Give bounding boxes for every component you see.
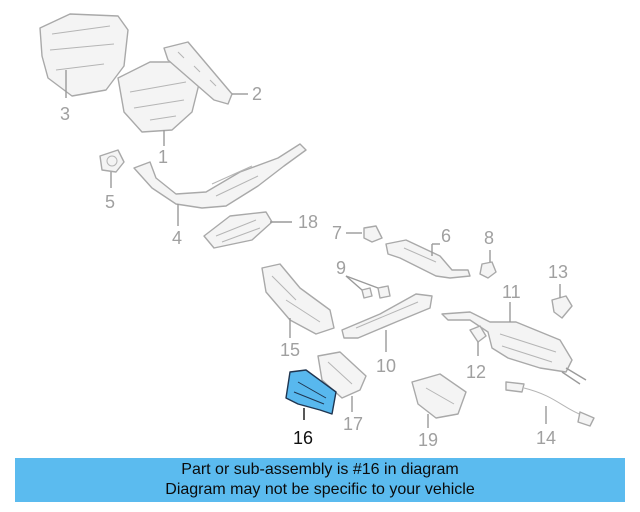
callout-8: 8 xyxy=(484,228,494,248)
banner-line-2: Diagram may not be specific to your vehi… xyxy=(165,481,475,498)
part-16-heat-shield-highlighted[interactable] xyxy=(285,369,337,420)
part-5-gasket-ring[interactable] xyxy=(99,149,125,188)
part-8-hanger[interactable] xyxy=(479,250,497,279)
callout-15: 15 xyxy=(280,340,300,360)
callout-10: 10 xyxy=(376,356,396,376)
callout-7: 7 xyxy=(332,223,342,243)
part-17-heat-shield[interactable] xyxy=(317,351,367,412)
callout-6: 6 xyxy=(441,226,451,246)
part-18-heat-shield[interactable] xyxy=(203,211,292,249)
callout-5: 5 xyxy=(105,192,115,212)
callout-16: 16 xyxy=(293,428,313,448)
part-13-bracket[interactable] xyxy=(551,284,573,319)
part-9-brackets[interactable] xyxy=(345,275,391,299)
part-2-manifold-gasket[interactable] xyxy=(163,41,248,105)
part-12-hanger[interactable] xyxy=(469,325,487,356)
part-6-center-muffler[interactable] xyxy=(385,239,471,279)
callout-14: 14 xyxy=(536,428,556,448)
part-1-exhaust-manifold[interactable] xyxy=(117,61,201,146)
part-10-heat-shield[interactable] xyxy=(341,293,433,352)
part-14-oxygen-sensor[interactable] xyxy=(505,381,595,427)
callout-4: 4 xyxy=(172,228,182,248)
callout-11: 11 xyxy=(502,282,521,302)
callout-19: 19 xyxy=(418,430,438,450)
callout-13: 13 xyxy=(548,262,568,282)
part-4-front-pipe-catalytic-converter[interactable] xyxy=(133,143,307,226)
callout-2: 2 xyxy=(252,84,262,104)
callout-17: 17 xyxy=(343,414,363,434)
part-19-heat-shield[interactable] xyxy=(411,373,467,428)
part-11-rear-muffler[interactable] xyxy=(441,302,587,385)
banner-line-1: Part or sub-assembly is #16 in diagram xyxy=(181,461,459,478)
callout-18: 18 xyxy=(298,212,318,232)
callout-9: 9 xyxy=(336,258,346,278)
part-3-engine-cover[interactable] xyxy=(39,13,129,98)
callout-1: 1 xyxy=(158,147,168,167)
part-7-clamp[interactable] xyxy=(346,225,383,243)
callout-3: 3 xyxy=(60,104,70,124)
info-banner: Part or sub-assembly is #16 in diagram D… xyxy=(15,458,625,502)
part-15-heat-shield[interactable] xyxy=(261,263,335,338)
callout-12: 12 xyxy=(466,362,486,382)
